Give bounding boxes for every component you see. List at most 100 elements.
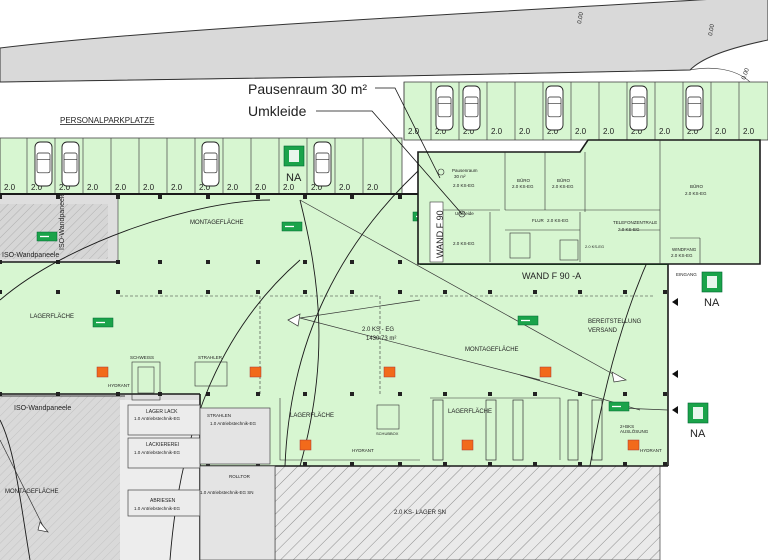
fire-extinguisher-marker: [299, 439, 312, 451]
column: [488, 392, 492, 396]
column: [350, 260, 354, 264]
column: [398, 260, 402, 264]
parking-stall-label: 2.0: [255, 183, 267, 192]
column: [398, 462, 402, 466]
room-buero-2-class: 2.0 KS-EG: [552, 184, 574, 189]
column: [206, 392, 210, 396]
parking-stall-label: 2.0: [631, 127, 643, 136]
car: [313, 141, 332, 187]
car: [435, 85, 454, 131]
parking-stall-label: 2.0: [367, 183, 379, 192]
fire-extinguisher-markers: [96, 366, 640, 451]
column: [350, 462, 354, 466]
exit-sign-small: [517, 315, 539, 326]
column: [398, 392, 402, 396]
zone-versand: VERSAND: [588, 328, 618, 334]
car: [629, 85, 648, 131]
column: [533, 462, 537, 466]
column: [533, 392, 537, 396]
parking-stall-label: 2.0: [199, 183, 211, 192]
column: [158, 392, 162, 396]
parking-stall-lines: [0, 82, 768, 194]
room-stairs-class: 2.0 KS-EG: [585, 244, 604, 249]
exit-sign-na-right: NA: [701, 271, 723, 309]
main-hall: [0, 159, 701, 560]
exit-sign-na-top: NA: [283, 145, 305, 184]
parking-stall-label: 2.0: [31, 183, 43, 192]
room-lager-lack: LAGER LACK: [146, 409, 178, 415]
column: [398, 290, 402, 294]
column: [663, 462, 667, 466]
room-umkleide-class: 2.0 KS-EG: [453, 241, 475, 246]
column: [0, 290, 2, 294]
column: [256, 260, 260, 264]
exit-sign-na-bottom: NA: [687, 402, 709, 440]
plug-class: 2+BKS: [620, 424, 634, 429]
column: [116, 260, 120, 264]
hall-area: 1430.73 m²: [366, 336, 396, 342]
zone-montageflaeche-left: MONTAGEFLÄCHE: [5, 488, 59, 495]
annotation-umkleide: Umkleide: [248, 103, 307, 119]
room-telefonzentrale: TELEFONZENTRALE: [613, 220, 657, 225]
shelving: [432, 399, 603, 461]
exit-sign-small: [92, 317, 114, 328]
car: [462, 85, 481, 131]
column: [350, 392, 354, 396]
column: [443, 290, 447, 294]
road-mark-3: 0.00: [741, 67, 751, 81]
column: [256, 290, 260, 294]
car: [61, 141, 80, 187]
column: [0, 260, 2, 264]
road: 0.00 0.00 0.00: [0, 0, 768, 83]
parking-stall-label: 2.0: [547, 127, 559, 136]
parking-stall-label: 2.0: [743, 127, 755, 136]
parking-stall-label: 2.0: [311, 183, 323, 192]
fire-extinguisher-marker: [461, 439, 474, 451]
column: [663, 392, 667, 396]
exit-label-na-bottom: NA: [690, 428, 706, 440]
wall-label-f90: WAND F 90: [435, 210, 445, 258]
parking-stall-label: 2.0: [339, 183, 351, 192]
fire-extinguisher-marker: [627, 439, 640, 451]
column: [350, 290, 354, 294]
column: [578, 462, 582, 466]
zone-bereitstellung: BEREITSTELLUNG: [588, 319, 642, 325]
fire-extinguisher-marker: [539, 366, 552, 378]
column: [0, 195, 2, 199]
parking-stall-label: 2.0: [491, 127, 503, 136]
exit-sign-small: [281, 221, 303, 232]
parking-stall-label: 2.0: [603, 127, 615, 136]
parking-stall-label: 2.0: [463, 127, 475, 136]
room-windfang-class: 2.0 KS-EG: [671, 253, 693, 258]
parking-stall-label: 2.0: [408, 127, 420, 136]
parking-stall-label: 2.0: [659, 127, 671, 136]
room-buero-3: BÜRO: [690, 183, 704, 189]
parking-stall-label: 2.0: [115, 183, 127, 192]
column: [488, 462, 492, 466]
room-lackiererei: LACKIEREREI: [146, 442, 179, 448]
parking-stall-label: 2.0: [575, 127, 587, 136]
parking-stall-labels: 2.0 2.0 2.0 2.0 2.0 2.0 2.0 2.0 2.0 2.0 2.0 2.0 2.0 2…: [4, 127, 755, 192]
parked-cars: [34, 85, 704, 187]
room-pausenraum-class: 2.0 KS-EG: [453, 183, 475, 188]
room-flur-class: 2.0 KS-EG: [547, 218, 569, 223]
column: [0, 392, 2, 396]
zone-rolltor: ROLLTOR: [229, 474, 251, 479]
column: [206, 290, 210, 294]
column: [158, 195, 162, 199]
column: [578, 392, 582, 396]
fire-extinguisher-marker: [96, 366, 109, 378]
exit-label-na-top: NA: [286, 172, 302, 184]
column: [350, 195, 354, 199]
column: [623, 462, 627, 466]
room-lackiererei-class: 1.0 Antriebstechnik-EG: [134, 450, 181, 455]
room-abriesen: ABRIESEN: [150, 498, 176, 504]
fire-extinguisher-marker: [249, 366, 262, 378]
column: [56, 392, 60, 396]
road-mark-2: 0.00: [708, 23, 716, 36]
column: [116, 290, 120, 294]
parking-stall-label: 2.0: [59, 183, 71, 192]
column: [303, 290, 307, 294]
column: [398, 195, 402, 199]
